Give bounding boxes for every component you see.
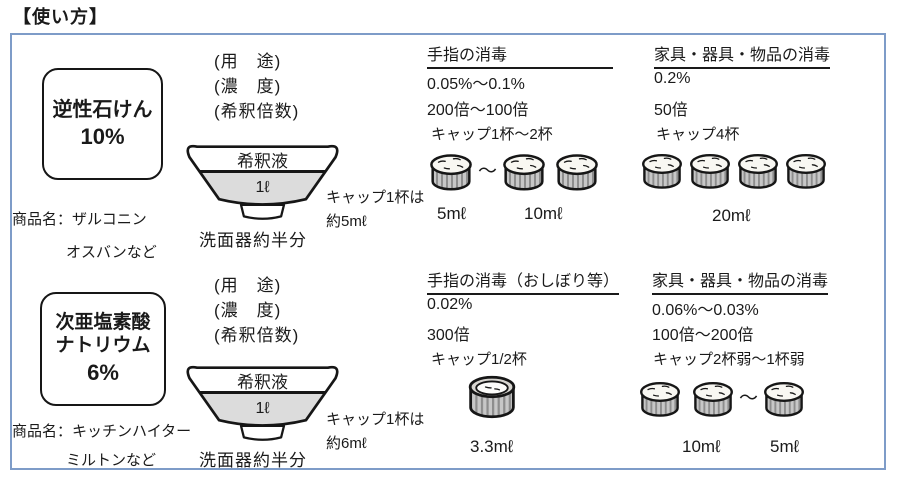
section-heading-object: 家具・器具・物品の消毒 <box>652 267 829 295</box>
dilution-value: 300倍 <box>427 327 470 344</box>
concentration-value: 0.06%〜0.03% <box>652 302 759 319</box>
label-dilution: (希釈倍数) <box>214 102 300 121</box>
bottle-cap-icon <box>503 154 545 191</box>
volume-label-high: 10mℓ <box>524 204 563 223</box>
cap-dose-text: キャップ1杯〜2杯 <box>431 126 553 143</box>
brand-name-line2: ミルトンなど <box>66 453 157 469</box>
section-heading-hand: 手指の消毒 <box>427 41 613 69</box>
volume-label: 20mℓ <box>712 206 751 225</box>
bottle-cap-icon <box>738 154 778 189</box>
brand-name-line1: 商品名：ザルコニン <box>12 212 147 228</box>
product-name-line: 逆性石けん <box>52 98 153 121</box>
bottle-cap-icon <box>430 154 472 191</box>
page-title: 【使い方】 <box>13 7 108 27</box>
basin-caption: 洗面器約半分 <box>199 231 307 250</box>
product-name-line: ナトリウム <box>55 334 151 356</box>
product-strength: 10% <box>80 123 125 149</box>
product-name-line: 次亜塩素酸 <box>55 312 151 333</box>
bottle-cap-icon <box>786 154 826 189</box>
bottle-cap-icon <box>642 154 682 189</box>
cap-group-hand: 〜 <box>426 150 602 196</box>
dilution-value: 200倍〜100倍 <box>427 102 529 119</box>
volume-label-high: 10mℓ <box>682 437 721 456</box>
section-heading-object: 家具・器具・物品の消毒 <box>654 41 831 69</box>
bottle-cap-icon <box>556 154 598 191</box>
range-tilde: 〜 <box>478 160 498 182</box>
bottle-cap-icon <box>690 154 730 189</box>
open-bottle-cap-icon <box>468 375 516 419</box>
cap-note-line1: キャップ1杯は <box>326 411 425 428</box>
label-usage: (用 途) <box>214 276 282 295</box>
label-concentration: (濃 度) <box>214 301 282 320</box>
bottle-cap-icon <box>764 382 805 417</box>
dilution-value: 50倍 <box>654 102 688 119</box>
product-box-quaternary-soap: 逆性石けん 10% <box>42 68 163 180</box>
concentration-value: 0.05%〜0.1% <box>427 76 525 93</box>
basin-volume-label: 1ℓ <box>255 400 270 417</box>
bottle-cap-icon <box>640 382 680 417</box>
basin-volume-label: 1ℓ <box>255 179 270 196</box>
cap-note-line2: 約5mℓ <box>326 213 367 230</box>
volume-label: 3.3mℓ <box>470 437 514 456</box>
label-usage: (用 途) <box>214 52 282 71</box>
brand-name-line1: 商品名：キッチンハイター <box>12 424 192 440</box>
brand-name-line2: オスバンなど <box>66 245 157 261</box>
cap-note-line1: キャップ1杯は <box>326 189 425 206</box>
label-dilution: (希釈倍数) <box>214 326 300 345</box>
wash-basin-icon <box>186 144 339 220</box>
cap-dose-text: キャップ1/2杯 <box>431 351 527 368</box>
basin-liquid-label: 希釈液 <box>237 152 288 171</box>
label-concentration: (濃 度) <box>214 77 282 96</box>
basin-caption: 洗面器約半分 <box>199 451 307 470</box>
volume-label-low: 5mℓ <box>437 204 467 223</box>
cap-note-line2: 約6mℓ <box>326 435 367 452</box>
cap-group-object <box>638 150 830 194</box>
volume-label-low: 5mℓ <box>770 437 800 456</box>
dilution-value: 100倍〜200倍 <box>652 327 754 344</box>
basin-liquid-label: 希釈液 <box>237 373 288 392</box>
range-tilde: 〜 <box>739 387 759 409</box>
concentration-value: 0.2% <box>654 70 691 87</box>
product-box-sodium-hypochlorite: 次亜塩素酸 ナトリウム 6% <box>40 292 166 406</box>
cap-dose-text: キャップ4杯 <box>656 126 740 143</box>
cap-dose-text: キャップ2杯弱〜1杯弱 <box>653 351 805 368</box>
section-heading-hand: 手指の消毒（おしぼり等） <box>427 267 620 295</box>
product-strength: 6% <box>87 359 119 385</box>
wash-basin-icon <box>186 365 339 441</box>
concentration-value: 0.02% <box>427 296 473 313</box>
bottle-cap-icon <box>693 382 733 417</box>
cap-group-object: 〜 <box>636 378 808 422</box>
